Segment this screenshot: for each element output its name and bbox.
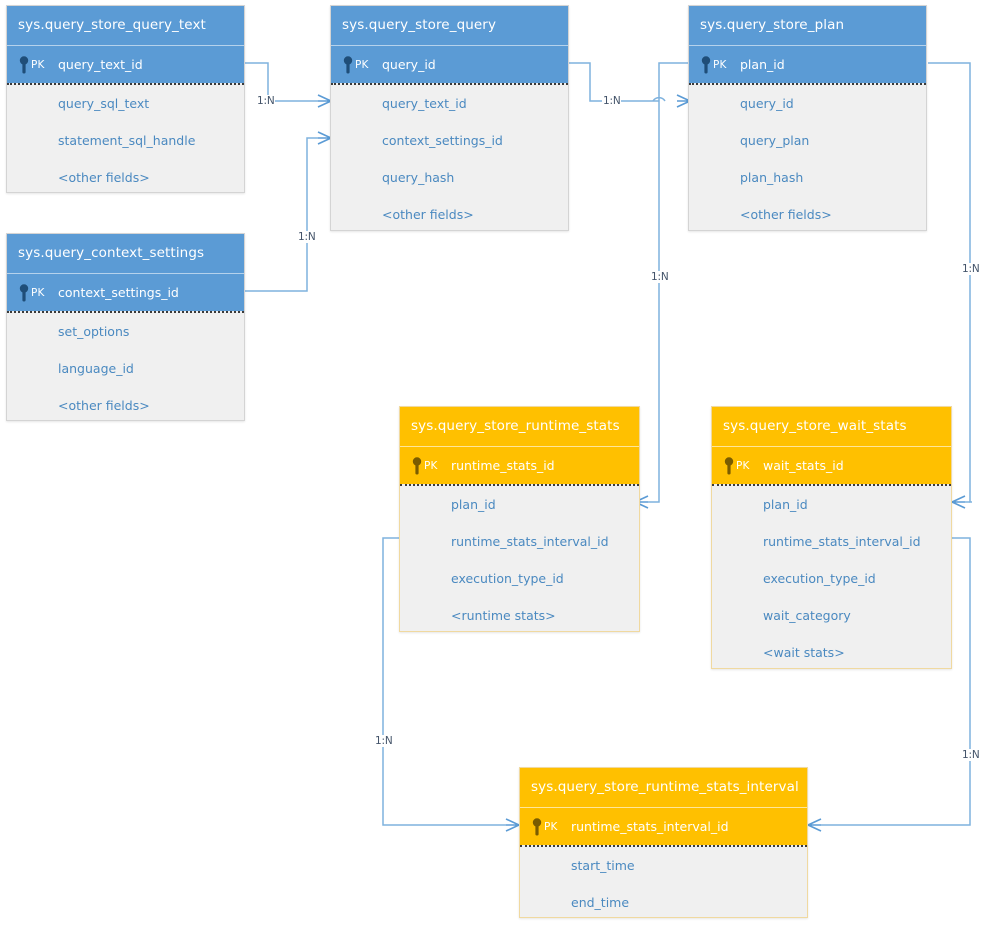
field: end_time bbox=[571, 895, 630, 910]
key-icon bbox=[19, 283, 29, 301]
cardinality-label-query-text-to-query: 1:N bbox=[256, 95, 276, 107]
connector-query-text-to-query bbox=[245, 62, 332, 108]
entity-query-store-plan[interactable]: sys.query_store_plan PK plan_id query_id… bbox=[688, 5, 927, 231]
cardinality-label-plan-to-runtime-stats: 1:N bbox=[650, 271, 670, 283]
pk-tag: PK bbox=[355, 59, 369, 71]
field: plan_hash bbox=[740, 170, 804, 185]
connector-plan-to-wait-stats bbox=[928, 62, 972, 509]
field: context_settings_id bbox=[382, 133, 503, 148]
connector-runtime-stats-to-interval bbox=[382, 537, 520, 832]
field: query_text_id bbox=[382, 96, 467, 111]
cardinality-label-query-to-plan: 1:N bbox=[602, 95, 622, 107]
pk-separator bbox=[689, 83, 926, 85]
field-list: query_text_id context_settings_id query_… bbox=[331, 85, 568, 239]
connector-wait-stats-to-interval bbox=[807, 537, 971, 832]
key-icon bbox=[532, 817, 542, 835]
field: language_id bbox=[58, 361, 134, 376]
entity-title: sys.query_store_runtime_stats bbox=[400, 407, 639, 446]
field: plan_id bbox=[451, 497, 496, 512]
field-list: start_time end_time bbox=[520, 847, 807, 927]
pk-field-name: runtime_stats_interval_id bbox=[571, 819, 729, 834]
cardinality-label-runtime-stats-to-interval: 1:N bbox=[374, 735, 394, 747]
pk-separator bbox=[712, 484, 951, 486]
pk-field-name: runtime_stats_id bbox=[451, 458, 555, 473]
field: <runtime stats> bbox=[451, 608, 556, 623]
pk-tag: PK bbox=[31, 59, 45, 71]
field-list: query_id query_plan plan_hash <other fie… bbox=[689, 85, 926, 239]
pk-separator bbox=[7, 311, 244, 313]
pk-separator bbox=[400, 484, 639, 486]
pk-separator bbox=[331, 83, 568, 85]
connector-plan-to-runtime-stats bbox=[634, 62, 688, 509]
key-icon bbox=[19, 55, 29, 73]
primary-key-row: PK runtime_stats_id bbox=[400, 446, 639, 484]
field: plan_id bbox=[763, 497, 808, 512]
pk-separator bbox=[7, 83, 244, 85]
field: <other fields> bbox=[58, 398, 150, 413]
primary-key-row: PK plan_id bbox=[689, 45, 926, 83]
pk-tag: PK bbox=[736, 460, 750, 472]
entity-query-store-query[interactable]: sys.query_store_query PK query_id query_… bbox=[330, 5, 569, 231]
primary-key-row: PK runtime_stats_interval_id bbox=[520, 807, 807, 845]
pk-separator bbox=[520, 845, 807, 847]
field: <other fields> bbox=[740, 207, 832, 222]
pk-field-name: wait_stats_id bbox=[763, 458, 844, 473]
pk-field-name: context_settings_id bbox=[58, 285, 179, 300]
entity-title: sys.query_context_settings bbox=[7, 234, 244, 273]
connector-context-settings-to-query bbox=[245, 131, 332, 292]
pk-tag: PK bbox=[424, 460, 438, 472]
pk-tag: PK bbox=[31, 287, 45, 299]
field-list: plan_id runtime_stats_interval_id execut… bbox=[712, 486, 951, 677]
entity-query-store-runtime-stats-interval[interactable]: sys.query_store_runtime_stats_interval P… bbox=[519, 767, 808, 918]
field-list: set_options language_id <other fields> bbox=[7, 313, 244, 430]
key-icon bbox=[724, 456, 734, 474]
field: query_hash bbox=[382, 170, 455, 185]
entity-query-store-runtime-stats[interactable]: sys.query_store_runtime_stats PK runtime… bbox=[399, 406, 640, 632]
primary-key-row: PK context_settings_id bbox=[7, 273, 244, 311]
entity-query-store-query-text[interactable]: sys.query_store_query_text PK query_text… bbox=[6, 5, 245, 193]
entity-title: sys.query_store_runtime_stats_interval bbox=[520, 768, 807, 807]
field: <wait stats> bbox=[763, 645, 845, 660]
primary-key-row: PK query_text_id bbox=[7, 45, 244, 83]
entity-query-context-settings[interactable]: sys.query_context_settings PK context_se… bbox=[6, 233, 245, 421]
cardinality-label-context-to-query: 1:N bbox=[297, 231, 317, 243]
field: query_id bbox=[740, 96, 794, 111]
entity-query-store-wait-stats[interactable]: sys.query_store_wait_stats PK wait_stats… bbox=[711, 406, 952, 669]
cardinality-label-plan-to-wait-stats: 1:N bbox=[961, 263, 981, 275]
field-list: plan_id runtime_stats_interval_id execut… bbox=[400, 486, 639, 640]
pk-tag: PK bbox=[544, 821, 558, 833]
field: <other fields> bbox=[382, 207, 474, 222]
key-icon bbox=[412, 456, 422, 474]
connector-query-to-plan bbox=[569, 62, 691, 108]
cardinality-label-wait-stats-to-interval: 1:N bbox=[961, 749, 981, 761]
field: start_time bbox=[571, 858, 635, 873]
key-icon bbox=[701, 55, 711, 73]
primary-key-row: PK query_id bbox=[331, 45, 568, 83]
entity-title: sys.query_store_query bbox=[331, 6, 568, 45]
field: set_options bbox=[58, 324, 130, 339]
pk-field-name: query_text_id bbox=[58, 57, 143, 72]
entity-title: sys.query_store_plan bbox=[689, 6, 926, 45]
key-icon bbox=[343, 55, 353, 73]
field: query_sql_text bbox=[58, 96, 150, 111]
field: execution_type_id bbox=[451, 571, 564, 586]
field: runtime_stats_interval_id bbox=[763, 534, 921, 549]
field: wait_category bbox=[763, 608, 851, 623]
field: <other fields> bbox=[58, 170, 150, 185]
primary-key-row: PK wait_stats_id bbox=[712, 446, 951, 484]
field-list: query_sql_text statement_sql_handle <oth… bbox=[7, 85, 244, 202]
entity-title: sys.query_store_query_text bbox=[7, 6, 244, 45]
field: query_plan bbox=[740, 133, 810, 148]
pk-tag: PK bbox=[713, 59, 727, 71]
field: statement_sql_handle bbox=[58, 133, 196, 148]
pk-field-name: query_id bbox=[382, 57, 436, 72]
field: execution_type_id bbox=[763, 571, 876, 586]
pk-field-name: plan_id bbox=[740, 57, 785, 72]
field: runtime_stats_interval_id bbox=[451, 534, 609, 549]
entity-title: sys.query_store_wait_stats bbox=[712, 407, 951, 446]
